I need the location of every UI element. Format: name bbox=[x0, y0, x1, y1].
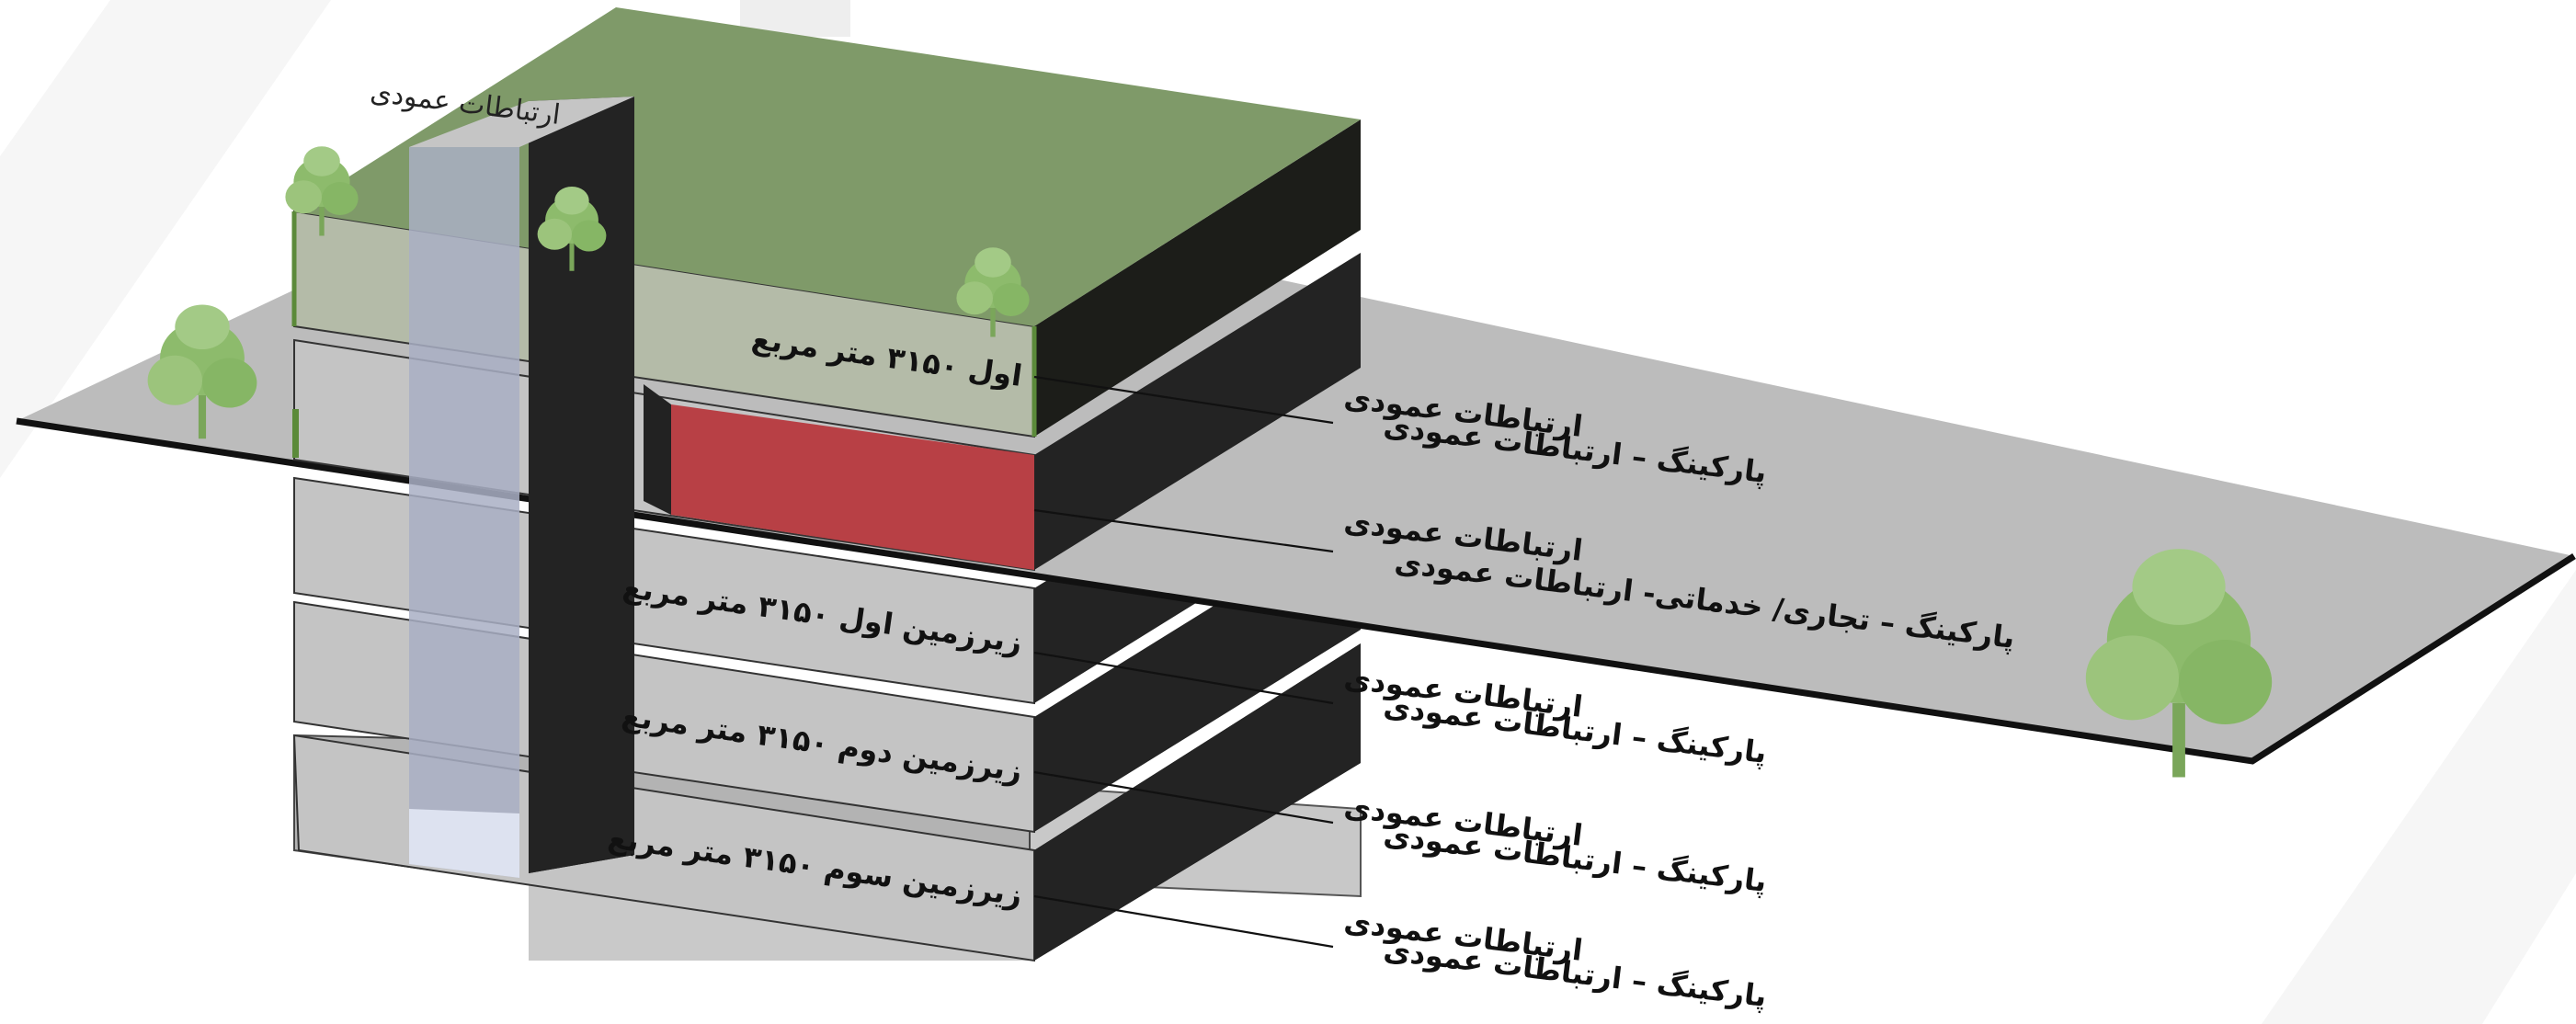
leader-lines bbox=[1033, 375, 1334, 949]
ground-plane-edge bbox=[16, 417, 2576, 765]
vertical-core bbox=[409, 97, 634, 878]
callout-basement-2: ارتباطات عمودی پارکینگ – ارتباطات عمودی bbox=[1342, 789, 1769, 899]
commercial-zone bbox=[671, 404, 1034, 570]
background-wedge-left bbox=[0, 0, 331, 478]
callout-basement-3: ارتباطات عمودی پارکینگ – ارتباطات عمودی bbox=[1342, 904, 1769, 1014]
background-wedge-right bbox=[2262, 570, 2576, 1024]
